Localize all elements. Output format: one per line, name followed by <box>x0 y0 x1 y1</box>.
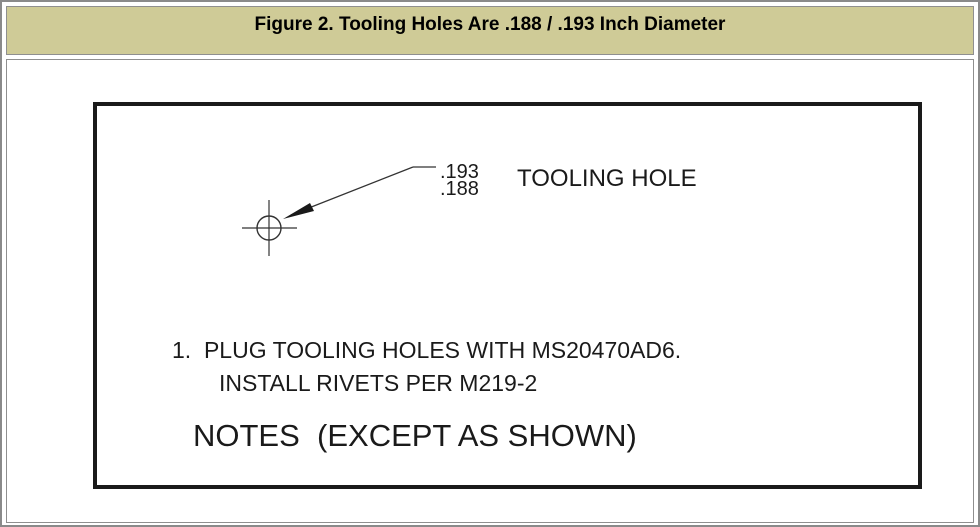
leader-arrowhead <box>283 203 314 219</box>
leader-line <box>283 166 436 219</box>
notes-heading: NOTES (EXCEPT AS SHOWN) <box>193 418 637 453</box>
callout-label: TOOLING HOLE <box>517 165 697 192</box>
note-1-line-2: INSTALL RIVETS PER M219-2 <box>219 370 537 396</box>
figure-title: Figure 2. Tooling Holes Are .188 / .193 … <box>254 13 726 35</box>
figure-body <box>6 59 974 523</box>
note-1-line-1: 1. PLUG TOOLING HOLES WITH MS20470AD6. <box>172 337 681 363</box>
tooling-hole-symbol <box>242 200 297 256</box>
callout-lower-tolerance: .188 <box>440 178 479 200</box>
figure-header: Figure 2. Tooling Holes Are .188 / .193 … <box>6 6 974 55</box>
callout-upper-tolerance: .193 <box>440 161 479 183</box>
drawing-frame <box>93 102 922 489</box>
